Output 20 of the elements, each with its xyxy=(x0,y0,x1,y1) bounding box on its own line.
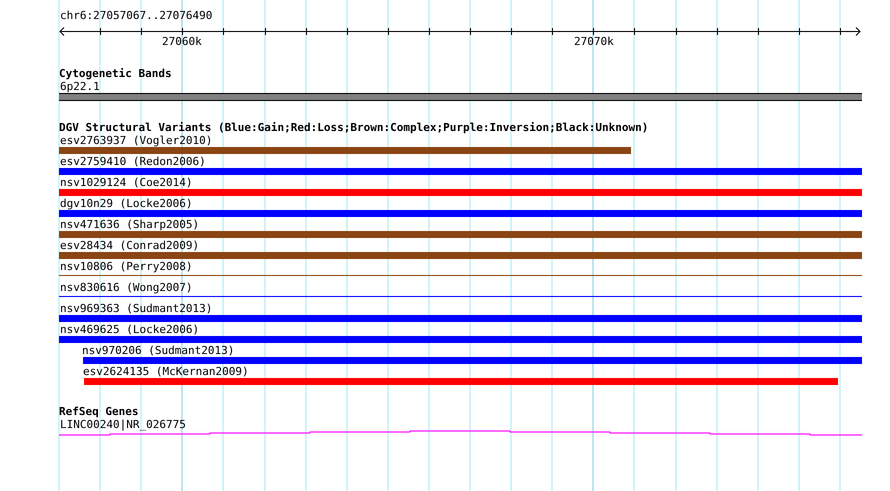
variant-label: nsv1029124 (Coe2014) xyxy=(60,177,192,189)
variant-label: esv28434 (Conrad2009) xyxy=(60,240,200,252)
track-title: RefSeq Genes xyxy=(59,406,138,418)
variant-label: nsv970206 (Sudmant2013) xyxy=(82,345,234,357)
variant-label: nsv969363 (Sudmant2013) xyxy=(60,303,212,315)
coordinate-label: chr6:27057067..27076490 xyxy=(60,10,212,22)
gene-label: LINC00240|NR_026775 xyxy=(60,419,186,431)
track-title: DGV Structural Variants (Blue:Gain;Red:Loss;Brown:Complex;Purple:Inversion;Black:Unknown) xyxy=(59,122,648,134)
variant-label: nsv830616 (Wong2007) xyxy=(60,282,192,294)
tick-label: 27070k xyxy=(574,36,614,48)
variant-label: nsv471636 (Sharp2005) xyxy=(60,219,200,231)
variant-label: esv2759410 (Redon2006) xyxy=(60,156,206,168)
band-label: 6p22.1 xyxy=(60,81,100,93)
tick-label: 27060k xyxy=(162,36,202,48)
variant-label: esv2763937 (Vogler2010) xyxy=(60,135,212,147)
variant-label: nsv469625 (Locke2006) xyxy=(60,324,200,336)
variant-label: esv2624135 (McKernan2009) xyxy=(83,366,249,378)
track-title: Cytogenetic Bands xyxy=(59,68,172,80)
variant-label: dgv10n29 (Locke2006) xyxy=(60,198,192,210)
variant-label: nsv10806 (Perry2008) xyxy=(60,261,192,273)
